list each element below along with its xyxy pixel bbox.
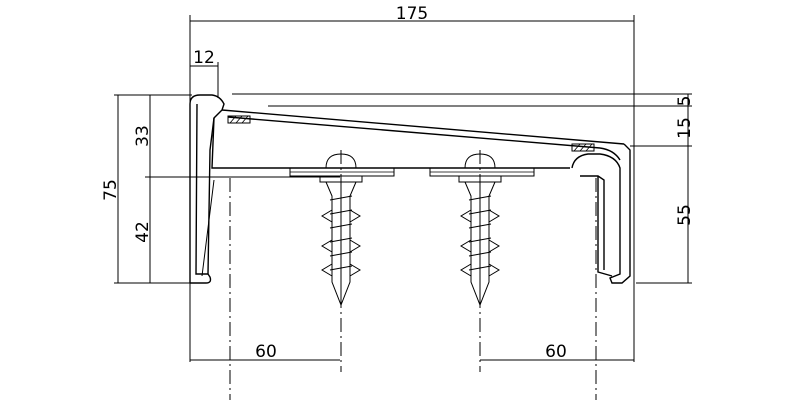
right-top-gap-label: 5 (675, 96, 695, 107)
right-fastener (429, 153, 535, 307)
hatched-inserts (227, 115, 595, 152)
left-upper-height-label: 33 (133, 125, 153, 147)
left-fastener (289, 153, 395, 307)
overall-width-label: 175 (396, 4, 428, 24)
profile-outline (189, 94, 631, 284)
left-lower-height-label: 42 (133, 221, 153, 243)
dimension-lines (117, 20, 689, 361)
right-anchor-offset-label: 60 (545, 342, 567, 362)
left-total-height-label: 75 (101, 179, 121, 201)
lip-width-label: 12 (193, 48, 215, 68)
right-nose-height-label: 55 (675, 204, 695, 226)
center-lines (229, 150, 597, 400)
right-slope-rise-label: 15 (675, 117, 695, 139)
extension-lines (114, 15, 692, 362)
left-anchor-offset-label: 60 (255, 342, 277, 362)
